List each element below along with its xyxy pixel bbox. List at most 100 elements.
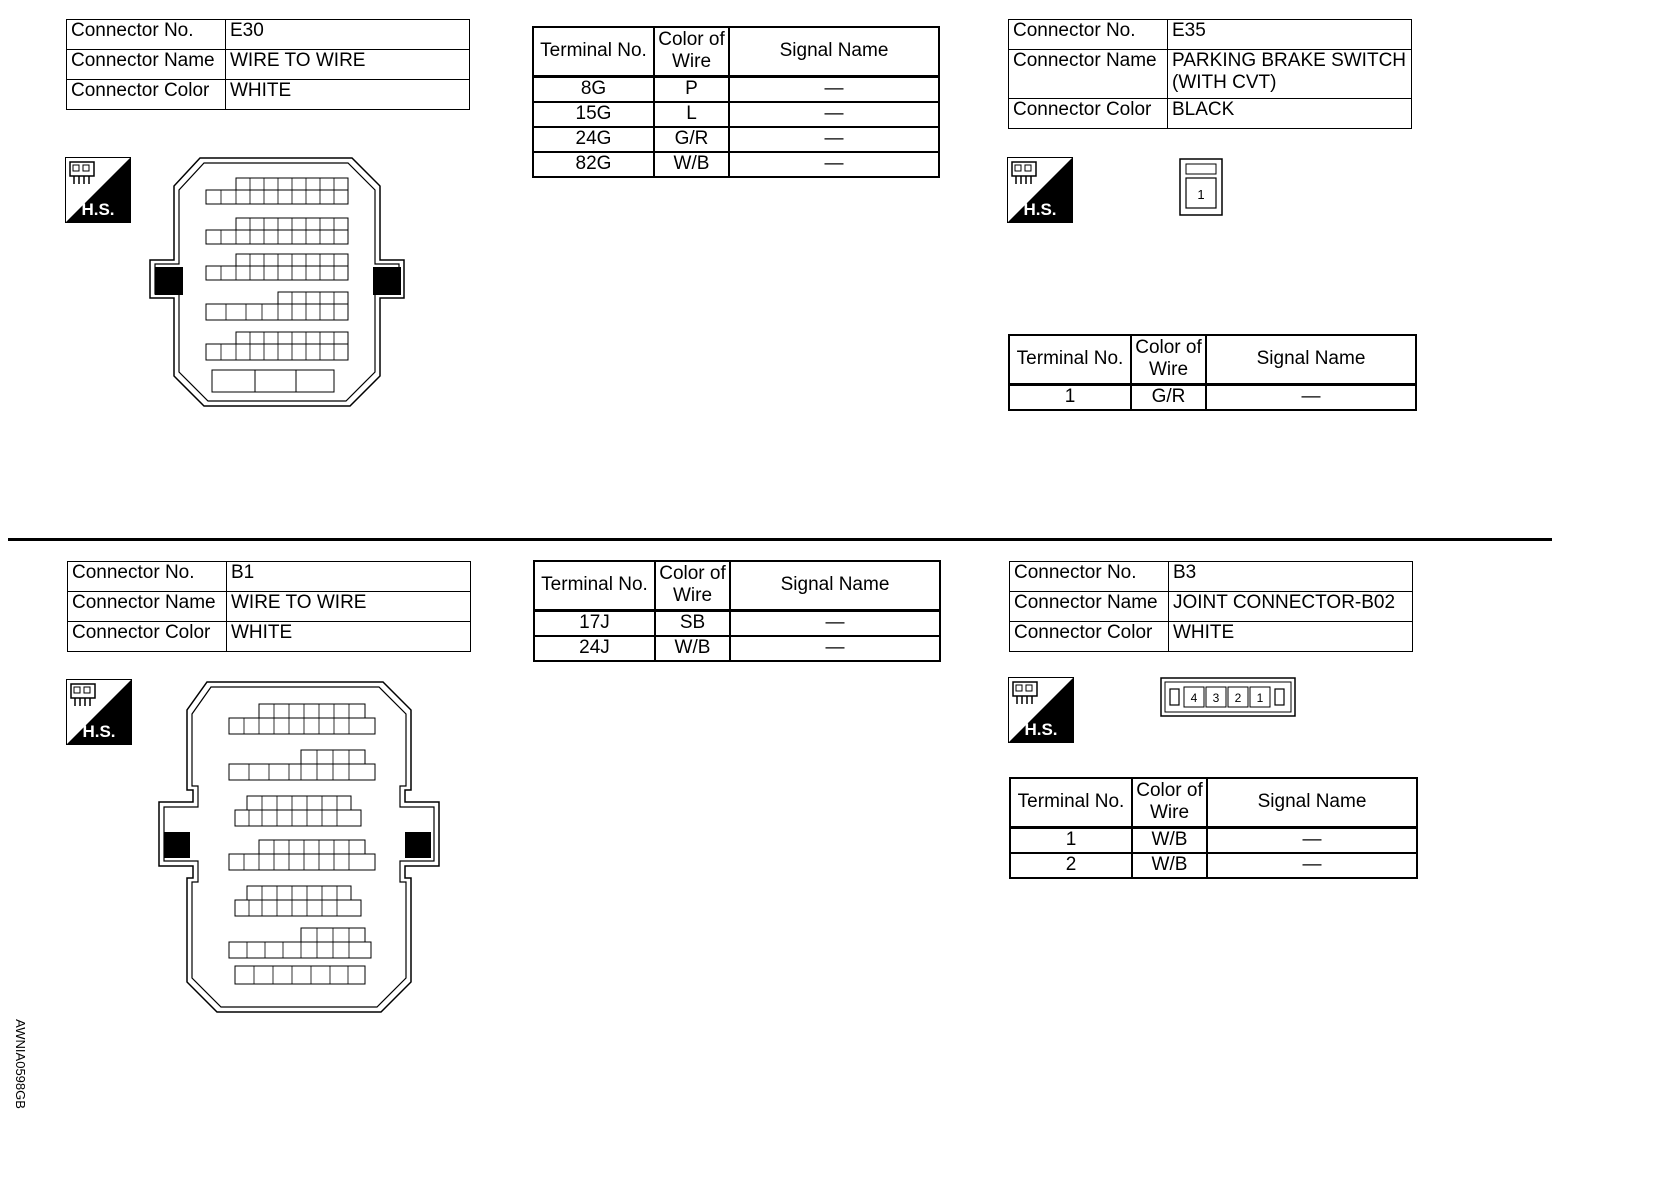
terminal-no-header: Terminal No. [1009, 777, 1133, 828]
wire-color-cell: W/B [653, 150, 730, 178]
terminal-cell: 82G [532, 150, 655, 178]
pin-label: 1 [1257, 691, 1264, 705]
terminal-no-header: Terminal No. [533, 560, 656, 611]
terminal-cell: 1 [1009, 825, 1133, 854]
terminal-cell: 24G [532, 125, 655, 153]
hs-text: H.S. [1024, 720, 1057, 739]
connector-name-value: WIRE TO WIRE [226, 591, 471, 622]
signal-cell: — [729, 608, 941, 637]
connector-color-value: WHITE [1168, 621, 1413, 652]
label-connector-color: Connector Color [66, 79, 226, 110]
connector-no-value: B1 [226, 561, 471, 592]
pin-label: 2 [1235, 691, 1242, 705]
color-of-text: Color of [658, 29, 725, 51]
terminal-cell: 8G [532, 74, 655, 103]
terminal-cell: 2 [1009, 851, 1133, 879]
label-connector-color: Connector Color [1008, 98, 1168, 129]
color-of-text: Color of [1136, 780, 1203, 802]
connector-no-value: B3 [1168, 561, 1413, 592]
label-connector-name: Connector Name [1008, 49, 1168, 99]
wire-color-cell: G/R [653, 125, 730, 153]
harness-side-icon: H.S. [66, 679, 132, 745]
connector-no-value: E35 [1167, 19, 1412, 50]
terminal-cell: 1 [1008, 382, 1132, 411]
signal-cell: — [1206, 851, 1418, 879]
signal-name-header: Signal Name [729, 560, 941, 611]
connector-no-value: E30 [225, 19, 470, 50]
wire-text: Wire [1149, 802, 1190, 824]
connector-name-value: PARKING BRAKE SWITCH(WITH CVT) [1167, 49, 1412, 99]
wire-text: Wire [671, 51, 712, 73]
connector-name-line1: PARKING BRAKE SWITCH [1172, 50, 1407, 71]
signal-cell: — [728, 100, 940, 128]
signal-name-header: Signal Name [1205, 334, 1417, 385]
connector-name-value: WIRE TO WIRE [225, 49, 470, 80]
terminal-cell: 15G [532, 100, 655, 128]
harness-side-icon: H.S. [65, 157, 131, 223]
terminal-cell: 24J [533, 634, 656, 662]
connector-face-b3: 4 3 2 1 [1160, 677, 1296, 717]
label-connector-name: Connector Name [66, 49, 226, 80]
pin-label: 3 [1213, 691, 1220, 705]
signal-cell: — [728, 150, 940, 178]
signal-cell: — [728, 74, 940, 103]
wire-color-cell: W/B [654, 634, 731, 662]
connector-name-line2: (WITH CVT) [1172, 72, 1277, 93]
signal-name-header: Signal Name [1206, 777, 1418, 828]
wire-color-cell: W/B [1131, 851, 1208, 879]
label-connector-no: Connector No. [1009, 561, 1169, 592]
harness-side-icon: H.S. [1008, 677, 1074, 743]
color-of-text: Color of [659, 563, 726, 585]
signal-name-header: Signal Name [728, 26, 940, 77]
terminal-cell: 17J [533, 608, 656, 637]
label-connector-name: Connector Name [67, 591, 227, 622]
connector-face-e35: 1 [1179, 158, 1223, 216]
label-connector-no: Connector No. [1008, 19, 1168, 50]
terminal-no-header: Terminal No. [532, 26, 655, 77]
hs-text: H.S. [1023, 200, 1056, 219]
signal-cell: — [728, 125, 940, 153]
label-connector-name: Connector Name [1009, 591, 1169, 622]
connector-face-e30 [149, 157, 405, 407]
signal-cell: — [1205, 382, 1417, 411]
hs-text: H.S. [82, 722, 115, 741]
wire-color-cell: P [653, 74, 730, 103]
wire-text: Wire [1148, 359, 1189, 381]
section-divider [8, 538, 1552, 541]
wire-color-cell: SB [654, 608, 731, 637]
label-connector-color: Connector Color [67, 621, 227, 652]
connector-color-value: BLACK [1167, 98, 1412, 129]
terminal-no-header: Terminal No. [1008, 334, 1132, 385]
wire-color-cell: L [653, 100, 730, 128]
wire-text: Wire [672, 585, 713, 607]
connector-color-value: WHITE [226, 621, 471, 652]
color-of-text: Color of [1135, 337, 1202, 359]
figure-id: AWNIA0598GB [13, 1019, 28, 1109]
label-connector-no: Connector No. [67, 561, 227, 592]
connector-name-value: JOINT CONNECTOR-B02 [1168, 591, 1413, 622]
wire-color-cell: G/R [1130, 382, 1207, 411]
hs-text: H.S. [81, 200, 114, 219]
signal-cell: — [729, 634, 941, 662]
